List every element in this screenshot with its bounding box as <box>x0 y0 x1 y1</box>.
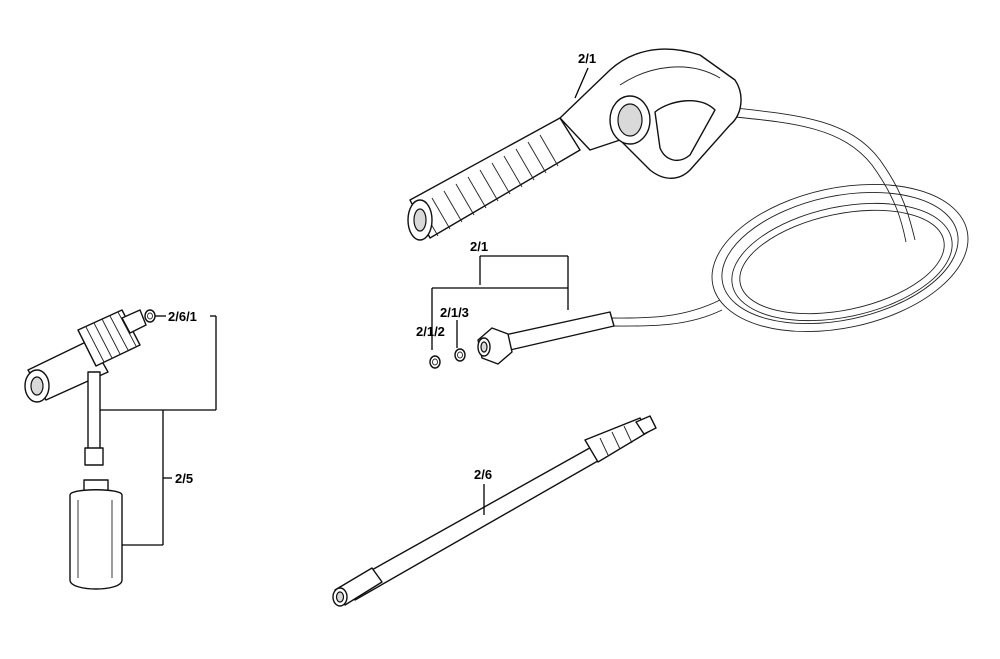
label-hose-sub-3: 2/1/3 <box>440 305 469 320</box>
label-gun-hose-top: 2/1 <box>578 51 597 66</box>
label-lance: 2/6 <box>474 467 493 482</box>
label-detergent-group: 2/5 <box>175 471 194 486</box>
label-hose-sub-2: 2/1/2 <box>416 324 445 339</box>
leader-lines <box>100 67 589 546</box>
coiled-hose <box>477 183 969 365</box>
hose-o-rings <box>429 348 466 369</box>
spray-lance <box>332 415 657 607</box>
detergent-nozzle <box>24 309 156 466</box>
trigger-gun <box>407 48 916 243</box>
label-hose-group: 2/1 <box>470 239 489 254</box>
detergent-bottle <box>69 479 123 590</box>
label-nozzle-oring: 2/6/1 <box>168 309 197 324</box>
